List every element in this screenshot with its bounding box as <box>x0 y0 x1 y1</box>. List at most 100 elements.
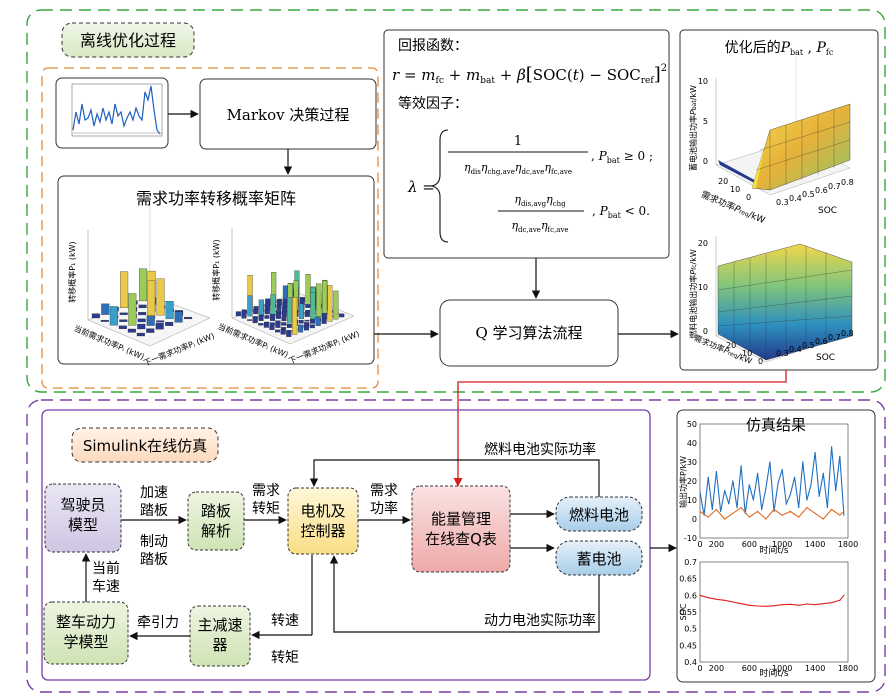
power-chart-point <box>835 489 837 492</box>
surf1-soc-tick: 0.3 <box>776 198 789 207</box>
ems-label: 能量管理在线查Q表 <box>425 510 497 548</box>
case1-condition: , Pbat ≥ 0 ; <box>591 149 653 165</box>
mini-plot2-bar <box>281 322 287 326</box>
soc-chart-point <box>732 601 734 603</box>
soc-chart-point <box>724 599 726 601</box>
reducer-block[interactable]: 主减速器 <box>189 605 251 667</box>
mini-plot1-bar <box>174 311 183 323</box>
power-chart-point <box>715 470 718 473</box>
optimized-results-box: 优化后的Pbat , Pfc 10 5 0 蓄电池输出功率Pbat/kW 20 … <box>679 29 879 371</box>
mini-plot2-bar <box>275 320 281 328</box>
vehicle-model-block[interactable]: 整车动力学模型 <box>43 601 129 665</box>
label-speed: 转速 <box>271 613 299 629</box>
simulink-title-tag: Simulink在线仿真 <box>71 427 219 463</box>
power-chart-ytick: 30 <box>687 458 697 467</box>
factor-label: 等效因子： <box>398 95 468 112</box>
soc-chart-ylabel: SOC <box>679 603 688 620</box>
mini-plot2-bar <box>282 298 288 304</box>
label-fc-power: 燃料电池实际功率 <box>484 441 596 458</box>
q-learning-box[interactable]: Q 学习算法流程 <box>439 299 619 367</box>
mini-plot1-bar <box>91 313 100 319</box>
power-chart-point <box>818 495 820 497</box>
power-chart-point <box>773 510 775 512</box>
mini-plot1-bar <box>100 319 109 322</box>
reward-equation: r = mfc + mbat + β[SOC(t) − SOCref]2 <box>392 63 667 86</box>
mini-plot2-bar <box>310 292 316 320</box>
offline-left-border <box>41 67 379 389</box>
soc-chart-point <box>781 604 783 606</box>
power-chart-point <box>814 451 816 454</box>
formula-box: 回报函数： r = mfc + mbat + β[SOC(t) − SOCref… <box>383 29 670 259</box>
power-chart-point <box>822 518 824 520</box>
mini-plot1-bar <box>184 316 193 320</box>
mini-plot2-bar <box>327 285 333 322</box>
mini-plot1-bar <box>156 320 165 323</box>
ems-block[interactable]: 能量管理在线查Q表 <box>411 485 511 573</box>
surf2-ztick-20: 20 <box>698 239 708 248</box>
soc-chart-point <box>798 604 800 606</box>
mini-plot2-bar <box>292 297 298 335</box>
mini-plot2-bar <box>298 324 304 333</box>
surf1-ztick-0: 0 <box>703 157 708 166</box>
soc-chart-point <box>707 597 709 599</box>
surf2-xtick-20: 20 <box>726 341 736 350</box>
power-chart-point <box>810 484 812 486</box>
mini-plot2-bar <box>298 319 304 324</box>
mini-plot2-bar <box>286 323 292 328</box>
mini-plot2-bar <box>281 316 287 322</box>
soc-chart-xlabel: 时间t/s <box>759 667 789 679</box>
mini-plot2-bar <box>333 290 339 320</box>
surf1-soc-tick: 0.8 <box>841 178 854 187</box>
power-chart-point <box>765 518 767 520</box>
power-chart-point <box>752 499 755 501</box>
mini-plot2-bar <box>252 316 258 324</box>
markov-box[interactable]: Markov 决策过程 <box>199 78 377 150</box>
mini-plot2-bar <box>258 299 264 317</box>
mini-plot1-bar <box>147 280 156 319</box>
soc-chart-xtick: 1400 <box>805 664 825 673</box>
soc-chart-ytick: 0.55 <box>679 608 697 617</box>
power-chart-point <box>707 476 709 478</box>
mini-plot2-bar <box>235 311 241 317</box>
label-brake-pedal: 制动踏板 <box>140 534 168 568</box>
mini-plot2-bar <box>264 309 270 315</box>
motor-controller-block[interactable]: 电机及控制器 <box>287 487 359 555</box>
soc-chart-xtick: 0 <box>697 664 702 673</box>
soc-chart-point <box>715 598 718 600</box>
mini-plot2-bar <box>305 274 311 304</box>
mini-plot2-bar <box>315 316 321 326</box>
surf1-soc-tick: 0.6 <box>815 186 828 195</box>
offline-section-border <box>26 9 886 393</box>
battery-label: 蓄电池 <box>576 550 621 568</box>
pedal-analysis-block[interactable]: 踏板解析 <box>187 491 245 551</box>
mini-plot2-bar <box>286 330 292 337</box>
mini-plot1-zlabel: 转移概率P₁ (kW) <box>67 241 77 302</box>
mini-plot2-bar <box>270 294 276 317</box>
power-chart-point <box>707 516 709 518</box>
power-chart-xtick: 1400 <box>805 540 825 549</box>
mini-plot2-bar <box>264 315 270 319</box>
case1-denominator: ηdisηchg,aveηdc,aveηfc,ave <box>464 161 572 176</box>
soc-chart-xtick: 600 <box>742 664 757 673</box>
driver-model-block[interactable]: 驾驶员模型 <box>44 483 122 553</box>
battery-block[interactable]: 蓄电池 <box>555 540 643 576</box>
surf2-zlabel: 燃料电池输出功率Pfc/kW <box>688 249 698 339</box>
mini-plot1-bar <box>101 303 110 315</box>
power-chart-ytick: -10 <box>684 534 697 543</box>
soc-chart-point <box>830 602 833 604</box>
soc-chart-point <box>740 603 742 605</box>
soc-chart-ytick: 0.5 <box>684 625 697 634</box>
mini-plot1-bar <box>119 319 128 322</box>
fuel-cell-label: 燃料电池 <box>569 506 629 524</box>
mini-plot2-bar <box>305 304 311 308</box>
markov-label: Markov 决策过程 <box>227 106 350 124</box>
label-traction: 牵引力 <box>137 615 179 631</box>
power-chart-point <box>814 512 816 514</box>
soc-chart-ytick: 0.45 <box>679 641 697 650</box>
fuel-cell-block[interactable]: 燃料电池 <box>555 496 643 532</box>
reducer-label: 主减速器 <box>197 616 242 654</box>
mini-plot2-bar <box>269 322 275 326</box>
power-chart-point <box>761 508 763 511</box>
